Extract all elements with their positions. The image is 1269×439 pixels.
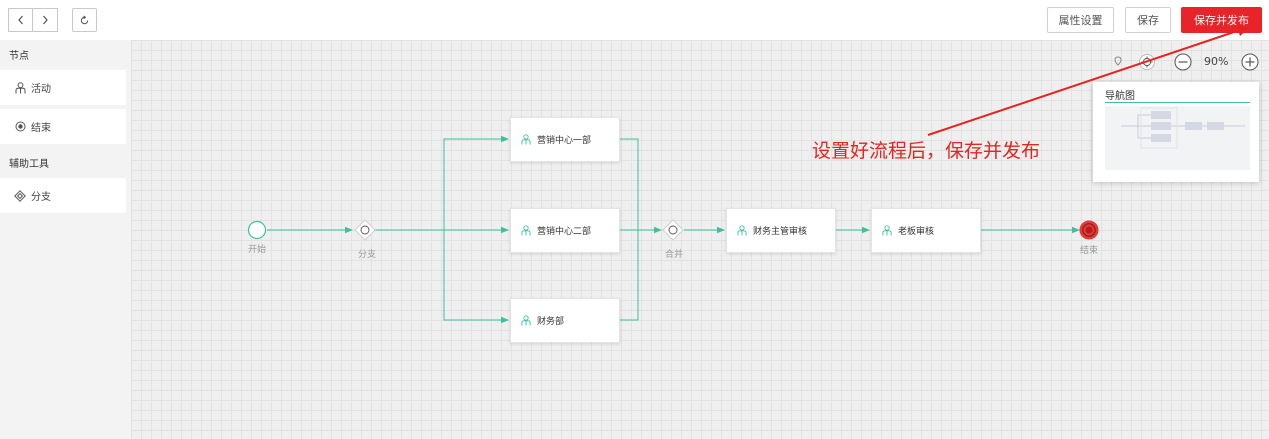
- palette-item-activity[interactable]: 活动: [0, 70, 126, 105]
- palette-item-end[interactable]: 结束: [0, 109, 126, 144]
- edge-from-marketing-1: [620, 138, 639, 230]
- refresh-button[interactable]: [72, 8, 97, 32]
- palette-group-nodes: 节点: [9, 51, 29, 62]
- pin-icon[interactable]: [1112, 53, 1124, 71]
- node-label: 老板审核: [898, 227, 935, 237]
- merge-label: 合并: [664, 250, 684, 260]
- end-node[interactable]: [1079, 220, 1099, 240]
- flow-edges: [247, 135, 1099, 324]
- person-icon: [737, 225, 747, 236]
- node-finance-dept[interactable]: 财务部: [510, 298, 620, 343]
- person-icon: [882, 225, 892, 236]
- save-and-publish-button[interactable]: 保存并发布: [1181, 7, 1262, 33]
- back-button[interactable]: [8, 8, 33, 32]
- node-marketing-1[interactable]: 营销中心一部: [510, 117, 620, 162]
- refresh-icon: [80, 15, 89, 24]
- edge-to-marketing-1: [443, 135, 509, 230]
- palette-item-branch[interactable]: 分支: [0, 178, 126, 213]
- diamond-icon: [14, 189, 26, 202]
- locate-icon[interactable]: [1137, 53, 1157, 71]
- chevron-right-icon: [43, 15, 48, 25]
- history-nav: [8, 8, 58, 32]
- navigator-title: 导航图: [1105, 91, 1135, 102]
- node-label: 财务主管审核: [753, 227, 808, 237]
- node-label: 财务部: [537, 317, 565, 327]
- end-label: 结束: [1079, 246, 1099, 256]
- palette-item-label: 活动: [31, 84, 51, 95]
- start-node[interactable]: [247, 220, 267, 240]
- branch-gateway[interactable]: [354, 219, 376, 241]
- navigator-panel: 导航图: [1093, 82, 1259, 182]
- person-icon: [521, 315, 531, 326]
- end-radio-icon: [14, 121, 26, 133]
- palette-item-label: 结束: [31, 123, 51, 134]
- person-icon: [521, 225, 531, 236]
- save-button[interactable]: 保存: [1125, 7, 1171, 33]
- palette-item-label: 分支: [31, 192, 51, 203]
- start-label: 开始: [247, 245, 267, 255]
- person-icon: [14, 81, 26, 94]
- navigator-thumbnail[interactable]: [1105, 106, 1250, 170]
- edge-from-finance-dept: [620, 230, 639, 321]
- edge-to-finance-dept: [443, 230, 509, 324]
- annotation-text: 设置好流程后，保存并发布: [812, 140, 1041, 162]
- node-finance-head-review[interactable]: 财务主管审核: [726, 208, 836, 253]
- forward-button[interactable]: [33, 8, 58, 32]
- top-toolbar: 属性设置 保存 保存并发布: [0, 0, 1269, 40]
- chevron-left-icon: [17, 15, 23, 25]
- plus-icon[interactable]: [1240, 53, 1260, 71]
- properties-button[interactable]: 属性设置: [1047, 7, 1114, 33]
- node-palette: 节点 活动 结束 辅助工具 分支: [0, 40, 131, 439]
- palette-group-tools: 辅助工具: [9, 159, 49, 170]
- person-icon: [521, 134, 531, 145]
- minus-circle-icon[interactable]: [1173, 53, 1193, 71]
- node-boss-review[interactable]: 老板审核: [871, 208, 981, 253]
- node-label: 营销中心二部: [537, 227, 592, 237]
- zoom-level: 90%: [1204, 55, 1229, 68]
- node-marketing-2[interactable]: 营销中心二部: [510, 208, 620, 253]
- branch-label: 分支: [357, 250, 377, 260]
- navigator-divider: [1105, 102, 1250, 103]
- node-label: 营销中心一部: [537, 136, 592, 146]
- merge-gateway[interactable]: [662, 219, 684, 241]
